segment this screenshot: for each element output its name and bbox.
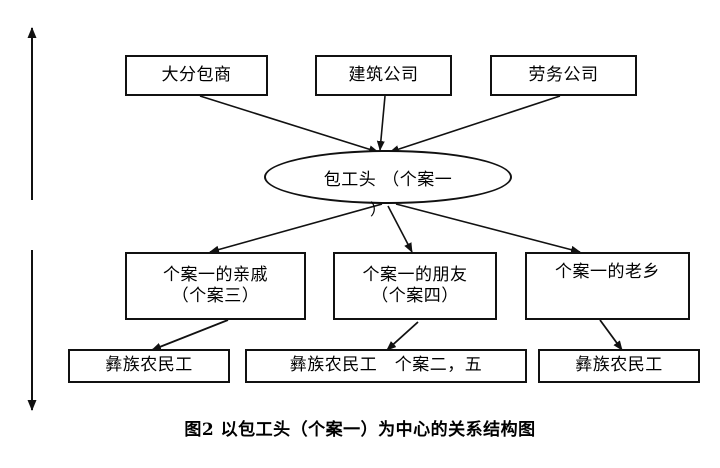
node-label: 劳务公司 xyxy=(528,64,599,85)
edge-hub-to-qinqi xyxy=(209,203,383,254)
node-laowugongsi[interactable]: 劳务公司 xyxy=(490,55,637,96)
hub-paren-tail: ） xyxy=(370,200,387,219)
node-hub-baogongtou[interactable]: 包工头 （个案一 xyxy=(264,150,512,204)
hub-label: 包工头 （个案一 xyxy=(323,169,453,190)
node-label: 个案一的亲戚 （个案三） xyxy=(163,264,268,306)
node-label: 建筑公司 xyxy=(348,64,419,85)
edge-jianzhugongsi-to-hub xyxy=(376,95,386,151)
node-pengyou-case4[interactable]: 个案一的朋友 （个案四） xyxy=(333,252,497,320)
edge-hub-to-laoxiang xyxy=(395,203,581,254)
node-label: 彝族农民工 xyxy=(575,355,663,376)
edge-laoxiang-to-worker-right xyxy=(599,319,623,351)
node-label: 大分包商 xyxy=(161,64,232,85)
edge-qinqi-to-worker-left xyxy=(151,319,229,351)
edge-dafenbaoshang-to-hub xyxy=(199,95,379,154)
node-yizu-worker-right[interactable]: 彝族农民工 xyxy=(538,349,700,383)
node-yizu-worker-middle[interactable]: 彝族农民工 个案二，五 xyxy=(245,349,527,383)
node-dafenbaoshang[interactable]: 大分包商 xyxy=(125,55,268,96)
node-label: 彝族农民工 xyxy=(105,355,193,376)
node-label: 个案一的老乡 xyxy=(555,262,660,282)
node-yizu-worker-left[interactable]: 彝族农民工 xyxy=(68,349,230,383)
edge-hub-to-pengyou xyxy=(387,205,413,253)
node-jianzhugongsi[interactable]: 建筑公司 xyxy=(315,55,452,96)
node-label: 彝族农民工 个案二，五 xyxy=(289,355,483,376)
node-laoxiang[interactable]: 个案一的老乡 xyxy=(525,252,690,320)
edge-pengyou-to-worker-middle xyxy=(386,321,419,351)
node-label: 个案一的朋友 （个案四） xyxy=(362,264,468,306)
figure-caption: 图2 以包工头（个案一）为中心的关系结构图 xyxy=(184,420,536,440)
edge-laowugongsi-to-hub xyxy=(389,95,561,153)
node-qinqi-case3[interactable]: 个案一的亲戚 （个案三） xyxy=(125,252,306,320)
